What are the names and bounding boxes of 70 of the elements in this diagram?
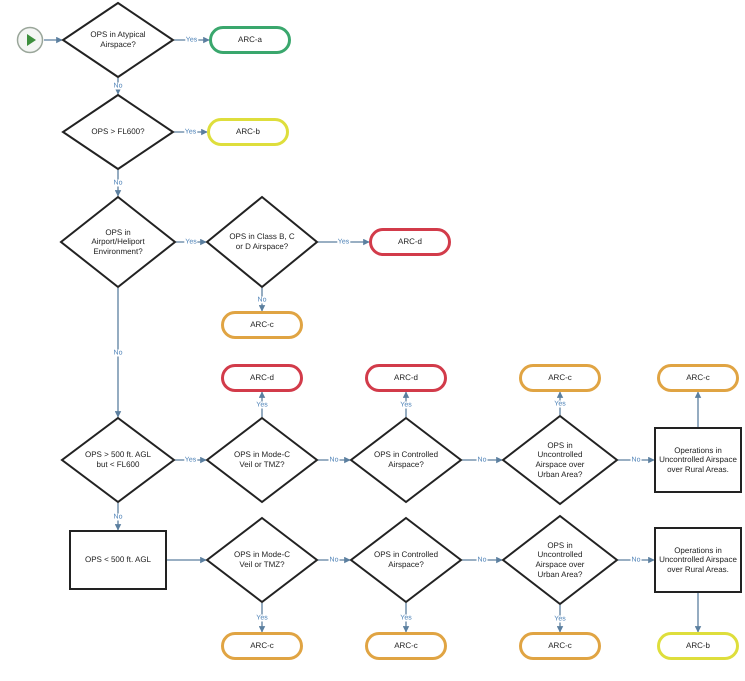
terminal-pill [369,228,451,256]
terminal-pill [365,364,447,392]
arrow [258,603,266,633]
node-text: OPS in Class B, C or D Airspace? [228,232,296,252]
decision-diamond [206,196,318,288]
decision-diamond [62,94,174,170]
process-box [654,427,742,493]
node-text: OPS in Controlled Airspace? [372,450,440,470]
decision-diamond [60,196,176,288]
arrow [114,170,122,197]
arrow [258,288,266,312]
start-circle [16,26,44,54]
node-text: OPS in Uncontrolled Airspace over Urban Area? [534,440,586,480]
arrow [258,391,266,417]
arrow [167,556,207,564]
arrow [402,603,410,633]
node-text: OPS in Atypical Airspace? [89,30,147,50]
arrow [114,288,122,418]
node-text: ARC-d [394,373,418,383]
node-text: ARC-c [250,641,274,651]
arrow [694,391,702,427]
arrow [694,593,702,633]
arrow [176,238,207,246]
decision-diamond [206,417,318,503]
node-text: OPS in Mode-C Veil or TMZ? [232,450,292,470]
node-text: ARC-c [686,373,710,383]
decision-diamond [350,517,462,603]
arrow [318,238,370,246]
node-text: ARC-c [394,641,418,651]
node-text: ARC-d [398,237,422,247]
node-text: ARC-c [250,320,274,330]
node-text: ARC-d [250,373,274,383]
arrow [114,78,122,95]
node-text: ARC-b [686,641,710,651]
decision-diamond [62,2,174,78]
node-text: OPS < 500 ft. AGL [84,555,152,565]
node-text: ARC-a [238,35,262,45]
decision-diamond [502,515,618,605]
node-text: OPS in Mode-C Veil or TMZ? [232,550,292,570]
node-text: ARC-b [236,127,260,137]
node-text: OPS in Airport/Heliport Environment? [90,228,146,256]
node-text: OPS in Uncontrolled Airspace over Urban Area? [534,540,586,580]
decision-diamond [502,415,618,505]
arrow [402,391,410,417]
terminal-pill [519,364,601,392]
terminal-pill [207,118,289,146]
terminal-pill [221,364,303,392]
arrow [174,128,208,136]
terminal-pill [657,364,739,392]
process-box [69,530,167,590]
arrow [114,503,122,531]
terminal-pill [209,26,291,54]
terminal-pill [221,632,303,660]
decision-diamond [61,417,175,503]
terminal-pill [365,632,447,660]
node-text: ARC-c [548,641,572,651]
node-text: ARC-c [548,373,572,383]
node-text: Operations in Uncontrolled Airspace over Rural Areas. [659,546,737,574]
decision-diamond [350,417,462,503]
node-text: OPS > FL600? [90,127,146,137]
terminal-pill [657,632,739,660]
node-text: OPS > 500 ft. AGL but < FL600 [84,450,152,470]
arrow [174,36,210,44]
terminal-pill [519,632,601,660]
node-text: Operations in Uncontrolled Airspace over Rural Areas. [659,446,737,474]
process-box [654,527,742,593]
decision-diamond [206,517,318,603]
terminal-pill [221,311,303,339]
arrow [44,36,63,44]
node-text: OPS in Controlled Airspace? [372,550,440,570]
